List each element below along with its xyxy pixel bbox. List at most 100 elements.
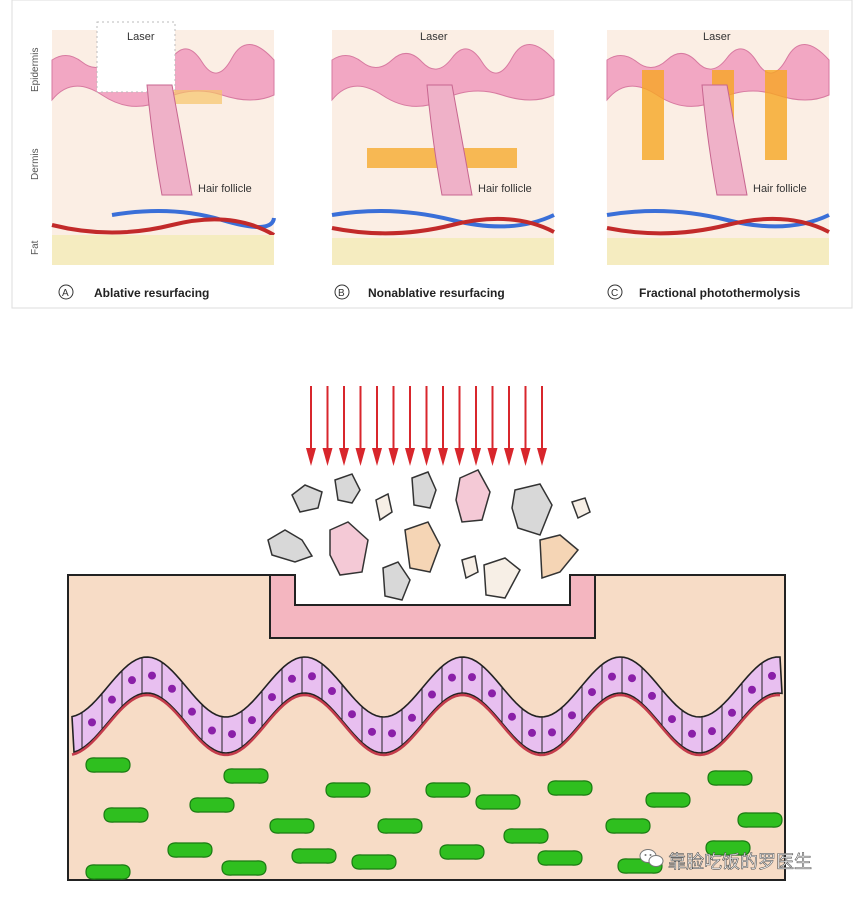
- cell-nucleus: [448, 673, 456, 682]
- cell-nucleus: [248, 716, 256, 725]
- side-label-epidermis: Epidermis: [30, 48, 41, 92]
- laser-arrow: [306, 386, 316, 466]
- laser-arrow: [322, 386, 333, 466]
- fibroblast: [291, 848, 337, 864]
- fibroblast: [737, 812, 783, 828]
- cell-nucleus: [748, 685, 756, 694]
- cell-nucleus: [188, 707, 196, 716]
- panel-c-caption: Fractional photothermolysis: [639, 286, 801, 300]
- panel-a-laser-label: Laser: [127, 31, 155, 43]
- fibroblast: [503, 828, 549, 844]
- laser-arrow: [388, 386, 399, 466]
- cell-nucleus: [368, 727, 376, 736]
- cell-nucleus: [628, 674, 636, 683]
- cell-nucleus: [528, 728, 536, 737]
- fibroblast: [189, 797, 235, 813]
- panel-b-follicle-label: Hair follicle: [478, 183, 532, 195]
- cell-nucleus: [428, 690, 436, 699]
- laser-arrow: [405, 386, 415, 466]
- ablated-tissue-debris: [267, 469, 591, 601]
- cell-nucleus: [168, 684, 176, 693]
- cell-nucleus: [648, 691, 656, 700]
- fibroblast: [377, 818, 423, 834]
- side-label-dermis: Dermis: [30, 148, 41, 180]
- cell-nucleus: [88, 718, 96, 727]
- panel-b-caption: Nonablative resurfacing: [368, 286, 505, 300]
- cell-nucleus: [708, 727, 716, 736]
- cell-nucleus: [348, 710, 356, 719]
- cell-nucleus: [728, 708, 736, 717]
- fibroblast: [707, 770, 753, 786]
- epidermal-cell-layer: [71, 656, 783, 757]
- cell-nucleus: [108, 695, 116, 704]
- watermark-text: 靠脸吃饭的罗医生: [668, 852, 812, 873]
- cell-nucleus: [668, 715, 676, 724]
- fibroblast: [547, 780, 593, 796]
- fibroblast: [605, 818, 651, 834]
- cell-nucleus: [568, 711, 576, 720]
- wechat-icon: [639, 849, 664, 867]
- cell-nucleus: [288, 674, 296, 683]
- fibroblast: [425, 782, 471, 798]
- panel-b: Laser Hair follicle B Nonablative resurf…: [331, 30, 555, 300]
- laser-arrow: [355, 386, 366, 466]
- cell-band: [71, 656, 783, 754]
- cell-nucleus: [488, 689, 496, 698]
- cell-nucleus: [328, 687, 336, 696]
- fibroblast: [645, 792, 691, 808]
- panel-a: Laser Hair follicle A Ablative resurfaci…: [51, 21, 276, 300]
- fibroblast: [85, 864, 131, 880]
- laser-arrow: [438, 386, 448, 466]
- fibroblast: [221, 860, 267, 876]
- laser-arrows: [306, 386, 547, 466]
- fibroblast: [705, 840, 751, 856]
- cell-nucleus: [508, 712, 516, 721]
- cell-nucleus: [688, 729, 696, 738]
- cell-nucleus: [128, 676, 136, 685]
- side-label-fat: Fat: [30, 240, 41, 255]
- cell-nucleus: [768, 671, 776, 680]
- cell-nucleus: [148, 671, 156, 680]
- panel-b-laser-label: Laser: [420, 31, 448, 43]
- basement-membrane: [71, 693, 781, 757]
- laser-arrow: [421, 386, 432, 466]
- bottom-diagram: [67, 386, 786, 881]
- fibroblast: [269, 818, 315, 834]
- cell-nucleus: [228, 730, 236, 739]
- cell-nucleus: [548, 728, 556, 737]
- laser-arrow: [520, 386, 531, 466]
- panel-b-letter: B: [338, 288, 345, 299]
- dermal-fibroblasts: [85, 757, 783, 880]
- fibroblast: [325, 782, 371, 798]
- fibroblast: [439, 844, 485, 860]
- cell-nucleus: [388, 729, 396, 738]
- fibroblast: [537, 850, 583, 866]
- cell-nucleus: [588, 688, 596, 697]
- fibroblast: [167, 842, 213, 858]
- cell-nucleus: [468, 673, 476, 682]
- panel-c-letter: C: [611, 288, 618, 299]
- cell-nucleus: [608, 672, 616, 681]
- fibroblast: [223, 768, 269, 784]
- panel-c-follicle-label: Hair follicle: [753, 183, 807, 195]
- panel-a-caption: Ablative resurfacing: [94, 286, 209, 300]
- watermark: 靠脸吃饭的罗医生: [639, 849, 812, 873]
- fibroblast: [351, 854, 397, 870]
- cell-nucleus: [308, 672, 316, 681]
- fibroblast: [475, 794, 521, 810]
- laser-arrow: [454, 386, 465, 466]
- fibroblast: [103, 807, 149, 823]
- laser-arrow: [471, 386, 481, 466]
- panel-c: Laser Hair follicle C Fractional phototh…: [606, 30, 830, 300]
- panel-c-laser-label: Laser: [703, 31, 731, 43]
- cell-nucleus: [268, 693, 276, 702]
- fibroblast: [85, 757, 131, 773]
- laser-arrow: [487, 386, 498, 466]
- laser-arrow: [339, 386, 349, 466]
- laser-arrow: [372, 386, 382, 466]
- laser-arrow: [504, 386, 514, 466]
- panel-a-follicle-label: Hair follicle: [198, 183, 252, 195]
- cell-nucleus: [208, 726, 216, 735]
- ablation-crater: [269, 574, 596, 639]
